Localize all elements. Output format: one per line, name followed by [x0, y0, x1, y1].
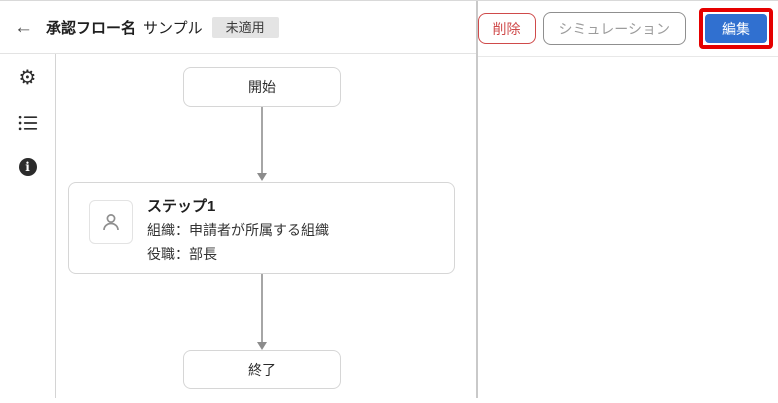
step-details: ステップ1 組織：申請者が所属する組織 役職：部長 — [147, 196, 329, 266]
back-arrow-icon[interactable]: ← — [14, 16, 33, 38]
edit-button-highlight: 編集 — [699, 8, 773, 49]
flow-start-node[interactable]: 開始 — [183, 67, 341, 107]
simulation-button[interactable]: シミュレーション — [542, 12, 686, 45]
end-node-label: 終了 — [248, 361, 276, 378]
gear-icon[interactable]: ⚙ — [18, 67, 37, 89]
flow-name: サンプル — [143, 19, 203, 37]
list-icon[interactable] — [0, 114, 55, 132]
flow-connector — [261, 107, 263, 174]
arrow-down-icon — [257, 342, 267, 350]
arrow-down-icon — [257, 173, 267, 181]
edit-button[interactable]: 編集 — [705, 14, 767, 43]
actions-toolbar: 削除 シミュレーション 編集 — [477, 1, 778, 57]
flow-step-node[interactable]: ステップ1 組織：申請者が所属する組織 役職：部長 — [68, 182, 455, 274]
panel-divider — [476, 1, 478, 398]
info-icon[interactable]: i — [0, 158, 55, 176]
step-role: 役職：部長 — [147, 246, 217, 262]
status-badge: 未適用 — [211, 16, 279, 38]
flow-end-node[interactable]: 終了 — [183, 350, 341, 389]
page-title: 承認フロー名 — [46, 19, 137, 37]
flow-connector — [261, 274, 263, 343]
step-title: ステップ1 — [147, 198, 216, 215]
page-header: ← 承認フロー名 サンプル 未適用 — [0, 1, 477, 54]
start-node-label: 開始 — [248, 79, 276, 95]
delete-button[interactable]: 削除 — [477, 13, 536, 44]
person-icon — [89, 200, 133, 244]
icon-sidebar: ⚙ i — [0, 54, 56, 398]
step-organization: 組織：申請者が所属する組織 — [147, 222, 329, 238]
